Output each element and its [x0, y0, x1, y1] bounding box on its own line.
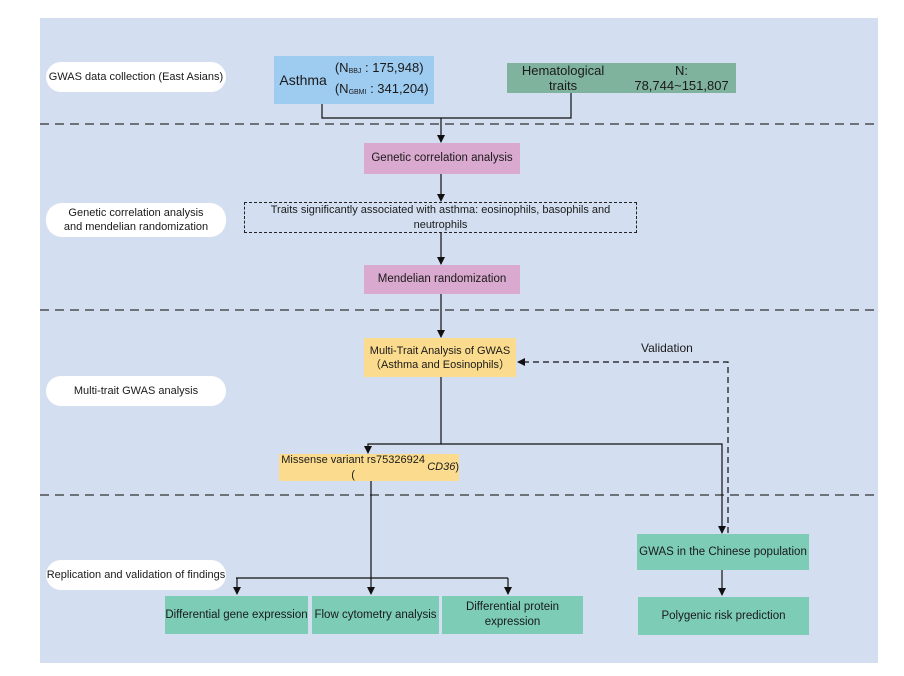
stage-label-data-collection: GWAS data collection (East Asians)	[46, 62, 226, 92]
hematological-box: Hematological traits N: 78,744~151,807	[507, 63, 736, 93]
asthma-n-gbmi: (NGBMI : 341,204)	[334, 81, 429, 96]
missense-variant-box: Missense variant rs75326924 (CD36)	[279, 454, 459, 481]
hematological-title: Hematological traits	[521, 63, 605, 93]
gene-expression-box: Differential gene expression	[165, 596, 308, 634]
flow-cytometry-box: Flow cytometry analysis	[312, 596, 439, 634]
stage-label-correlation: Genetic correlation analysis and mendeli…	[46, 203, 226, 237]
polygenic-risk-box: Polygenic risk prediction	[638, 597, 809, 635]
stage-label-replication: Replication and validation of findings	[46, 560, 226, 590]
chinese-gwas-box: GWAS in the Chinese population	[637, 534, 809, 570]
asthma-title: Asthma	[279, 71, 327, 88]
mtag-title: Multi-Trait Analysis of GWAS	[369, 344, 511, 357]
hematological-n: N: 78,744~151,807	[634, 63, 729, 93]
asthma-box: Asthma (NBBJ : 175,948) (NGBMI : 341,204…	[274, 56, 434, 104]
stage-label-multitrait: Multi-trait GWAS analysis	[46, 376, 226, 406]
connector	[321, 93, 572, 119]
mendelian-randomization-box: Mendelian randomization	[364, 265, 520, 294]
connector	[364, 443, 441, 454]
protein-expression-box: Differential protein expression	[442, 596, 583, 634]
connector	[440, 377, 726, 534]
traits-box: Traits significantly associated with ast…	[244, 202, 637, 233]
mtag-subtitle: （Asthma and Eosinophils）	[369, 358, 510, 371]
validation-connector	[517, 358, 729, 533]
cd36-gene: CD36	[427, 461, 456, 473]
mtag-box: Multi-Trait Analysis of GWAS （Asthma and…	[364, 338, 516, 377]
validation-label: Validation	[641, 341, 693, 355]
genetic-correlation-box: Genetic correlation analysis	[364, 143, 520, 174]
asthma-n-bbj: (NBBJ : 175,948)	[334, 60, 424, 75]
